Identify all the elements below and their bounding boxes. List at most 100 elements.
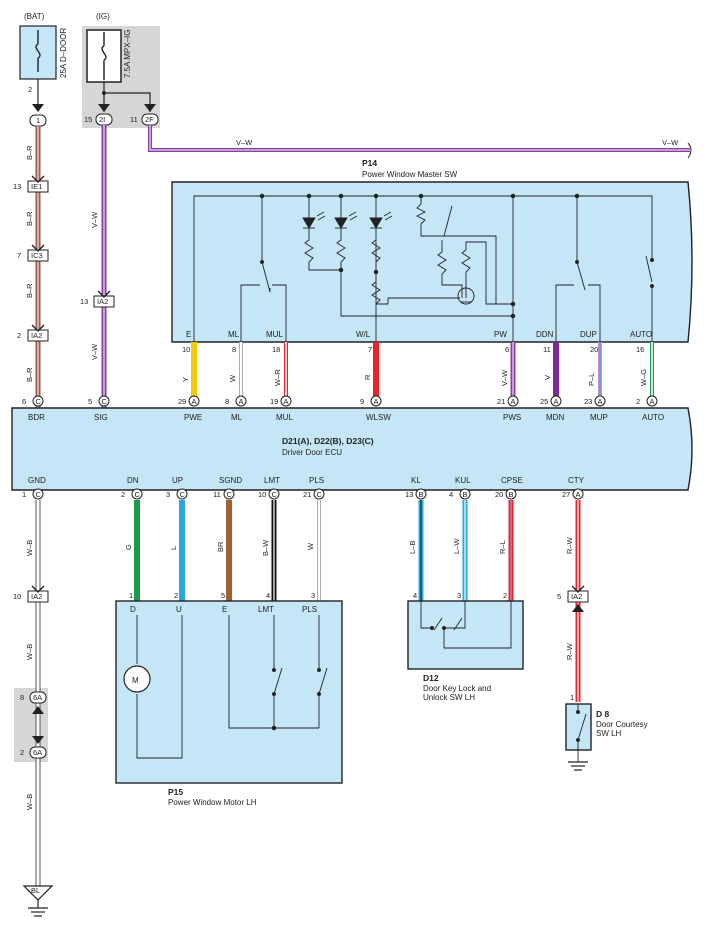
svg-text:MUL: MUL: [266, 330, 283, 339]
ecu-bot-con-0: C: [36, 490, 42, 499]
ecu-top-num-9: 2: [636, 397, 640, 406]
conn-2I: 2I: [95, 113, 113, 126]
upper-wires: [191, 342, 654, 396]
ecu-bot-con-7: B: [463, 490, 468, 499]
ecu-top-pins: C6BDRC5SIGA29PWEA8MLA19MULA9WLSWA21PWSA2…: [22, 395, 664, 422]
conn-ia2-d8: IA2: [571, 592, 582, 601]
pin-2-6a: 2: [20, 748, 24, 757]
svg-text:DDN: DDN: [536, 330, 554, 339]
ground-icon: [28, 900, 48, 917]
bat-label: (BAT): [24, 12, 45, 21]
vw-top-2: V–W: [662, 138, 679, 147]
br-label-2: B–R: [25, 211, 34, 226]
ecu-name: Driver Door ECU: [282, 448, 342, 457]
d8-wire-label: R–W: [565, 642, 574, 660]
d8-ground-icon: [568, 761, 588, 771]
svg-text:P–L: P–L: [587, 373, 596, 386]
motor-icon: [123, 665, 151, 693]
p15-internal: [136, 615, 328, 759]
bl-label: BL: [31, 886, 40, 895]
conn-ia2-gnd: IA2: [31, 592, 42, 601]
p14-name: Power Window Master SW: [362, 170, 458, 179]
svg-text:3: 3: [457, 591, 461, 600]
ecu-top-con-1: C: [102, 397, 108, 406]
svg-text:7: 7: [368, 345, 372, 354]
svg-text:V: V: [543, 375, 552, 380]
svg-text:18: 18: [272, 345, 280, 354]
ecu-top-num-6: 21: [497, 397, 505, 406]
ecu-code: D21(A), D22(B), D23(C): [282, 436, 374, 446]
d12-box: [407, 600, 524, 670]
ecu-bot-con-6: B: [419, 490, 424, 499]
ecu-top-con-7: A: [554, 397, 559, 406]
pin-13-ie1: 13: [13, 182, 21, 191]
svg-text:1: 1: [36, 116, 40, 125]
ecu-top-con-2: A: [192, 397, 197, 406]
bl-ground-point: [22, 885, 54, 901]
ecu-top-term-5: WLSW: [366, 413, 391, 422]
ecu-bot-con-4: C: [272, 490, 278, 499]
svg-text:2: 2: [503, 591, 507, 600]
svg-text:16: 16: [636, 345, 644, 354]
ecu-bot-con-2: C: [180, 490, 186, 499]
ecu-bot-term-4: LMT: [264, 476, 280, 485]
fuse2-name: 7.5A MPX–IG: [123, 30, 132, 78]
svg-text:ML: ML: [228, 330, 240, 339]
pin-8-6a: 8: [20, 693, 24, 702]
vw-top-1: V–W: [236, 138, 253, 147]
ecu-top-con-9: A: [650, 397, 655, 406]
svg-text:L–W: L–W: [452, 538, 461, 554]
svg-text:6A: 6A: [33, 693, 42, 702]
svg-text:R–W: R–W: [565, 536, 574, 554]
pin-15: 15: [84, 115, 92, 124]
p14-internal: [193, 193, 654, 342]
svg-text:L–B: L–B: [408, 541, 417, 554]
svg-text:11: 11: [543, 345, 551, 354]
svg-text:8: 8: [232, 345, 236, 354]
ecu-bot-term-6: KL: [411, 476, 421, 485]
d8-switch: [576, 704, 587, 762]
fuse1-name: 25A D–DOOR: [59, 28, 68, 78]
ecu-top-term-0: BDR: [28, 413, 45, 422]
ecu-bot-term-9: CTY: [568, 476, 585, 485]
ecu-bot-num-2: 3: [166, 490, 170, 499]
sig-wire-label-1: V–W: [90, 211, 99, 228]
svg-text:E: E: [222, 605, 227, 614]
pin-11: 11: [130, 115, 138, 124]
ecu-top-term-7: MDN: [546, 413, 564, 422]
conn-2F: 2F: [141, 113, 159, 126]
ecu-bot-term-0: GND: [28, 476, 46, 485]
ecu-top-term-6: PWS: [503, 413, 521, 422]
p15-terms: D U E LMT PLS: [130, 605, 317, 614]
svg-text:W: W: [306, 542, 315, 550]
lower-wires: [134, 500, 581, 702]
ecu-top-num-3: 8: [225, 397, 229, 406]
ecu-bot-pins: C1GNDC2DNC3UPC11SGNDC10LMTC21PLSB13KLB4K…: [22, 476, 585, 500]
pin-13-sig: 13: [80, 297, 88, 306]
p15-code: P15: [168, 787, 183, 797]
ecu-bot-con-5: C: [317, 490, 323, 499]
ecu-bot-term-3: SGND: [219, 476, 242, 485]
ecu-top-term-2: PWE: [184, 413, 202, 422]
ecu-top-num-7: 25: [540, 397, 548, 406]
pin-7-ic3: 7: [17, 251, 21, 260]
pin-10-ia2: 10: [13, 592, 21, 601]
ecu-bot-con-3: C: [227, 490, 233, 499]
ecu-bot-term-8: CPSE: [501, 476, 523, 485]
ecu-top-con-0: C: [36, 397, 42, 406]
conn-6a-bot: 6A: [29, 746, 47, 759]
conn-6a-top: 6A: [29, 691, 47, 704]
br-label-4: B–R: [25, 367, 34, 382]
d8-name2: SW LH: [596, 729, 622, 738]
ecu-bot-num-4: 10: [258, 490, 266, 499]
d12-name1: Door Key Lock and: [423, 684, 491, 693]
